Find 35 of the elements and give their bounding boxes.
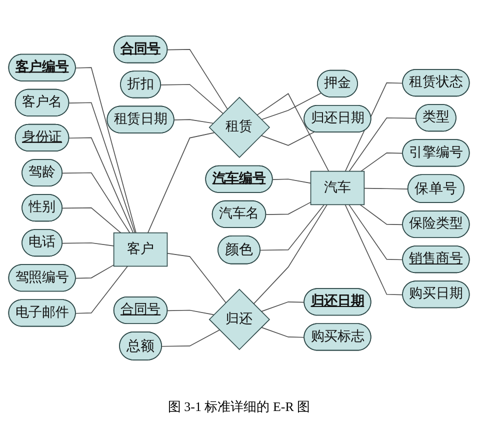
connector [174, 119, 214, 124]
node-diamond: 归还 [208, 288, 270, 350]
connector [253, 204, 328, 304]
connector [167, 49, 228, 110]
connector [147, 132, 215, 234]
node-diamond: 租赁 [208, 96, 270, 158]
connector [260, 132, 315, 146]
connector [160, 84, 224, 114]
connector [266, 202, 312, 215]
connector [260, 92, 322, 120]
connector [360, 204, 404, 226]
connector [75, 266, 128, 314]
connector [344, 204, 404, 296]
connector [75, 264, 114, 279]
connector [62, 207, 122, 234]
connector [62, 242, 114, 246]
connector [364, 188, 409, 190]
connector [260, 302, 305, 312]
node-box: 客户 [113, 232, 168, 267]
connector [62, 172, 130, 234]
connector [167, 310, 214, 316]
caption: 图 3-1 标准详细的 E-R 图 [168, 398, 310, 416]
node-box: 汽车 [310, 170, 365, 206]
connector [68, 102, 136, 234]
connector [166, 252, 226, 303]
connector [272, 178, 312, 184]
connector [348, 117, 417, 172]
connector [256, 93, 330, 172]
connector [162, 330, 220, 347]
connector [260, 326, 305, 338]
connector [68, 137, 134, 234]
connector [260, 204, 325, 251]
connector [360, 152, 404, 172]
connector [75, 67, 136, 234]
connector [348, 204, 404, 260]
